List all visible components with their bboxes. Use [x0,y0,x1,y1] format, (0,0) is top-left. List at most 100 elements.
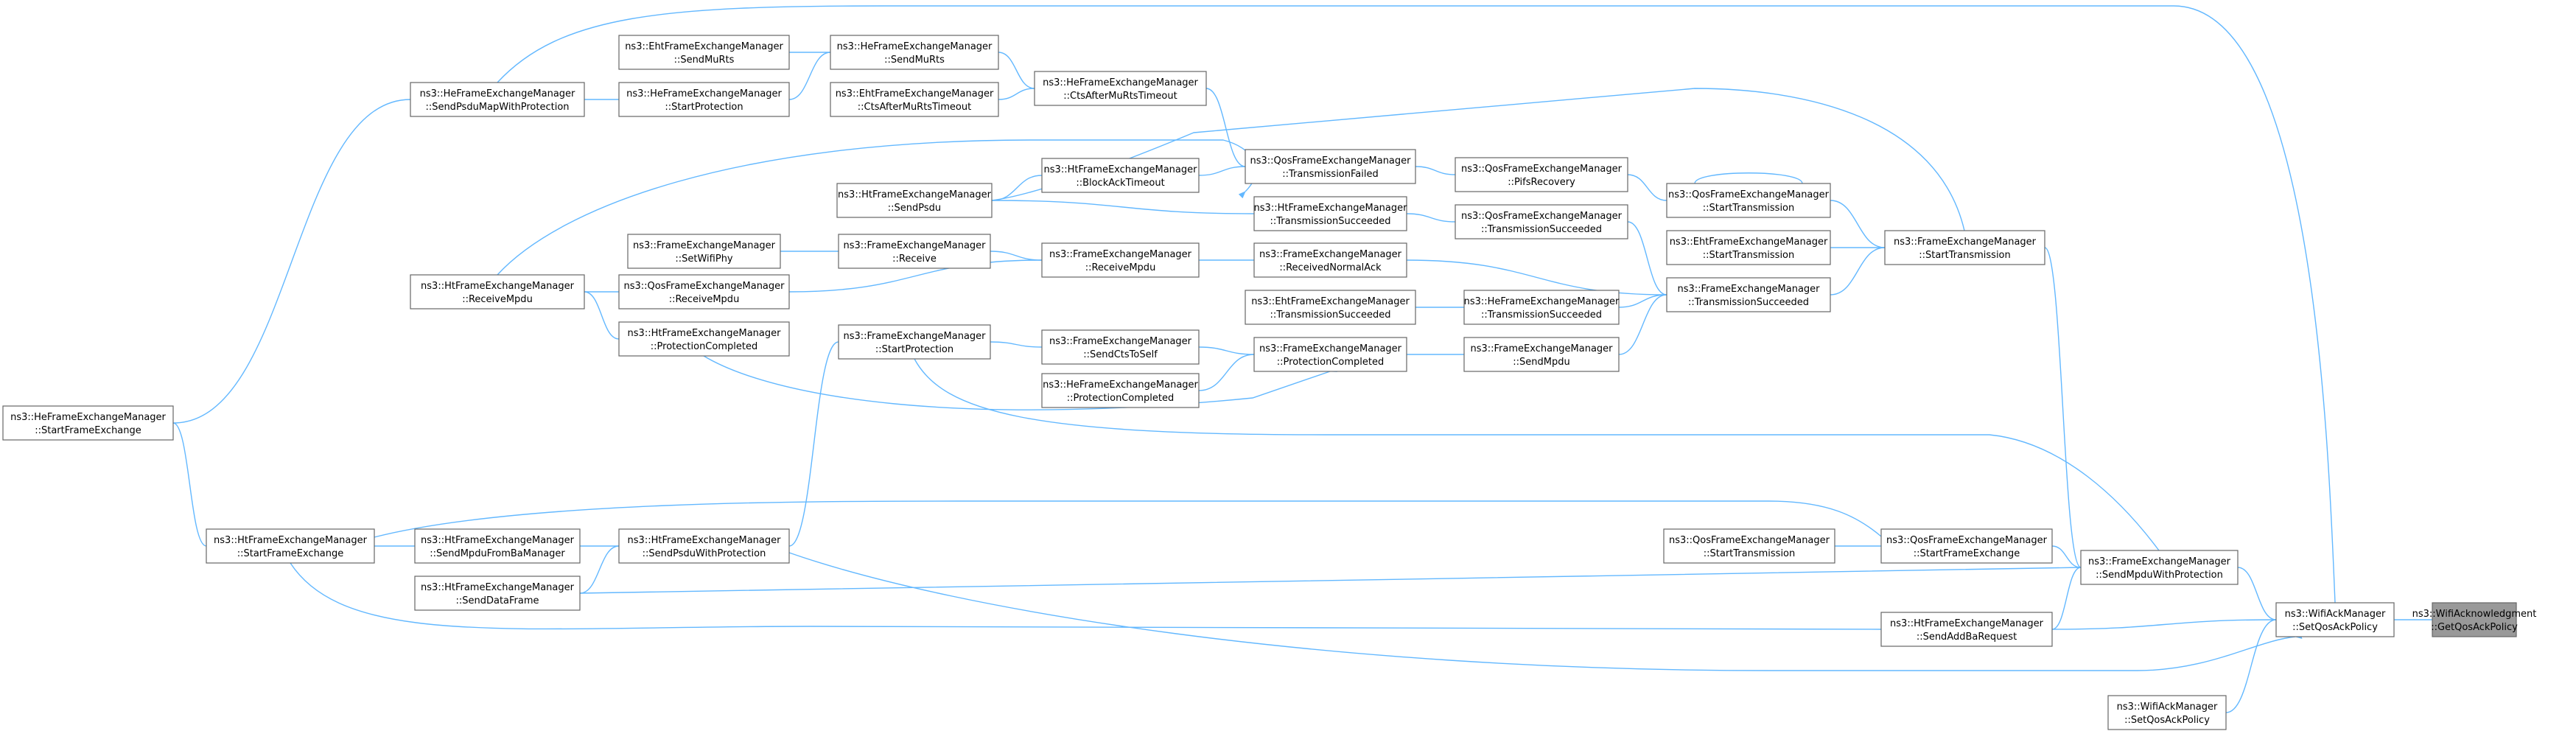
graph-node-qos_rxmpdu[interactable]: ns3::QosFrameExchangeManager::ReceiveMpd… [618,274,790,309]
node-box [830,35,999,70]
node-box [1245,149,1416,184]
node-label-line1: ns3::HtFrameExchangeManager [421,281,575,292]
node-box [1041,373,1200,408]
node-label-line2: ::SendMpduWithProtection [2096,570,2223,581]
graph-node-ht_smpdufba[interactable]: ns3::HtFrameExchangeManager::SendMpduFro… [414,528,581,564]
graph-node-he_ctsto[interactable]: ns3::HeFrameExchangeManager::CtsAfterMuR… [1034,71,1207,106]
node-box [830,82,999,117]
graph-node-fem_cts[interactable]: ns3::FrameExchangeManager::SendCtsToSelf [1041,329,1200,365]
node-label-line2: ::ReceiveMpdu [1085,262,1156,273]
graph-node-qos_st[interactable]: ns3::QosFrameExchangeManager::StartTrans… [1666,183,1831,218]
graph-node-fem_ts[interactable]: ns3::FrameExchangeManager::TransmissionS… [1666,277,1831,312]
node-label-line2: ::GetQosAckPolicy [2431,622,2518,633]
edge-he_sfe-to-ht_sfe [172,422,214,550]
graph-node-fem_rxmpdu[interactable]: ns3::FrameExchangeManager::ReceiveMpdu [1041,242,1200,278]
graph-node-ht_sfe[interactable]: ns3::HtFrameExchangeManager::StartFrameE… [206,528,375,564]
node-label-line2: ::CtsAfterMuRtsTimeout [858,102,971,113]
graph-node-ht_pc[interactable]: ns3::HtFrameExchangeManager::ProtectionC… [618,321,790,357]
graph-node-qos_sfe[interactable]: ns3::QosFrameExchangeManager::StartFrame… [1880,528,2053,564]
edge-eht_ctsto-to-he_ctsto [998,85,1042,100]
edge-qos_ts-to-fem_ts [1627,221,1674,298]
node-label-line2: ::Receive [892,253,937,265]
node-box [1455,204,1628,239]
graph-node-ht_spwp[interactable]: ns3::HtFrameExchangeManager::SendPsduWit… [618,528,790,564]
node-label-line1: ns3::HtFrameExchangeManager [421,535,575,546]
graph-node-he_sp[interactable]: ns3::HeFrameExchangeManager::StartProtec… [618,82,790,117]
graph-node-ht_addba[interactable]: ns3::HtFrameExchangeManager::SendAddBaRe… [1880,612,2053,647]
node-label-line1: ns3::QosFrameExchangeManager [1886,535,2048,546]
graph-node-fem_swp[interactable]: ns3::FrameExchangeManager::SetWifiPhy [627,234,781,269]
graph-node-sendmpdu_wp[interactable]: ns3::FrameExchangeManager::SendMpduWithP… [2080,550,2239,585]
edge-ht_sfe-to-ht_addba [290,562,1889,633]
graph-node-ht_rxmpdu[interactable]: ns3::HtFrameExchangeManager::ReceiveMpdu [410,274,585,309]
node-label-line1: ns3::FrameExchangeManager [2088,556,2231,567]
edge-he_smurts-to-he_ctsto [998,52,1042,92]
edge-ht_sendpsdu-to-ht_bat [991,172,1049,201]
graph-node-fem_rna[interactable]: ns3::FrameExchangeManager::ReceivedNorma… [1253,242,1407,278]
graph-node-fem_receive[interactable]: ns3::FrameExchangeManager::Receive [838,234,991,269]
node-label-line2: ::ProtectionCompleted [651,341,757,352]
node-label-line1: ns3::FrameExchangeManager [1259,343,1402,354]
node-label-line1: ns3::HtFrameExchangeManager [1254,203,1408,214]
node-label-line2: ::TransmissionSucceeded [1481,224,1602,235]
node-box [618,35,790,70]
node-box [414,576,581,611]
node-label-line2: ::TransmissionSucceeded [1481,309,1602,321]
graph-node-eht_ts[interactable]: ns3::EhtFrameExchangeManager::Transmissi… [1245,290,1416,325]
node-label-line1: ns3::FrameExchangeManager [843,331,986,342]
graph-node-ht_sdf[interactable]: ns3::HtFrameExchangeManager::SendDataFra… [414,576,581,611]
graph-node-he_sfe[interactable]: ns3::HeFrameExchangeManager::StartFrameE… [2,405,174,441]
graph-node-eht_st[interactable]: ns3::EhtFrameExchangeManager::StartTrans… [1666,230,1831,265]
edge-fem_st-to-sendmpdu_wp [2044,247,2088,571]
node-label-line2: ::SetWifiPhy [675,253,733,265]
edge-he_sp-to-he_smurts [788,49,838,100]
graph-node-qos_pifs[interactable]: ns3::QosFrameExchangeManager::PifsRecove… [1455,157,1628,192]
node-label-line2: ::TransmissionSucceeded [1270,309,1390,321]
graph-node-setqos2[interactable]: ns3::WifiAckManager::SetQosAckPolicy [2107,695,2227,730]
edge-fem_sp-to-fem_cts [990,341,1049,351]
node-label-line2: ::SendMpdu [1513,357,1569,368]
node-box [1666,230,1831,265]
node-label-line2: ::SendMuRts [884,55,945,66]
graph-node-fem_sp[interactable]: ns3::FrameExchangeManager::StartProtecti… [838,324,991,360]
node-label-line1: ns3::FrameExchangeManager [1049,249,1192,260]
edge-fem_ts-to-fem_st [1830,244,1892,295]
graph-node-he_ts[interactable]: ns3::HeFrameExchangeManager::Transmissio… [1463,290,1620,325]
graph-node-he_pc[interactable]: ns3::HeFrameExchangeManager::ProtectionC… [1041,373,1200,408]
node-box [838,234,991,269]
graph-node-ht_bat[interactable]: ns3::HtFrameExchangeManager::BlockAckTim… [1041,158,1200,193]
graph-node-setqos[interactable]: ns3::WifiAckManager::SetQosAckPolicy [2275,602,2395,637]
graph-node-qos_ts[interactable]: ns3::QosFrameExchangeManager::Transmissi… [1455,204,1628,239]
graph-node-qos_st_b[interactable]: ns3::QosFrameExchangeManager::StartTrans… [1663,528,1835,564]
node-box [1245,290,1416,325]
edge-ht_spwp-to-setqos [788,552,2303,671]
edge-fem_sendmpdu-to-fem_ts [1618,291,1674,355]
node-box [618,82,790,117]
node-box [1463,290,1620,325]
node-label-line1: ns3::FrameExchangeManager [1049,336,1192,347]
node-box [1666,277,1831,312]
graph-node-fem_sendmpdu[interactable]: ns3::FrameExchangeManager::SendMpdu [1463,337,1620,372]
node-label-line1: ns3::WifiAckManager [2285,609,2386,620]
node-label-line1: ns3::HeFrameExchangeManager [420,88,575,99]
edge-ht_rxmpdu-to-ht_pc [584,291,626,343]
node-label-line1: ns3::WifiAckManager [2117,702,2218,713]
node-label-line2: ::ReceiveMpdu [462,294,533,305]
graph-node-fem_pc[interactable]: ns3::FrameExchangeManager::ProtectionCom… [1253,337,1407,372]
node-label-line1: ns3::HeFrameExchangeManager [10,412,166,423]
node-box [1041,329,1200,365]
node-label-line2: ::SendPsduMapWithProtection [425,102,569,113]
graph-node-qos_tf[interactable]: ns3::QosFrameExchangeManager::Transmissi… [1245,149,1416,184]
graph-node-eht_smurts[interactable]: ns3::EhtFrameExchangeManager::SendMuRts [618,35,790,70]
graph-node-he_smurts[interactable]: ns3::HeFrameExchangeManager::SendMuRts [830,35,999,70]
graph-node-he_spmwp[interactable]: ns3::HeFrameExchangeManager::SendPsduMap… [410,82,585,117]
node-box [836,183,993,218]
graph-node-eht_ctsto[interactable]: ns3::EhtFrameExchangeManager::CtsAfterMu… [830,82,999,117]
node-label-line2: ::StartProtection [665,102,743,113]
graph-node-fem_st[interactable]: ns3::FrameExchangeManager::StartTransmis… [1884,230,2045,265]
graph-node-getqos[interactable]: ns3::WifiAcknowledgment::GetQosAckPolicy [2412,602,2537,637]
graph-node-ht_sendpsdu[interactable]: ns3::HtFrameExchangeManager::SendPsdu [836,183,993,218]
graph-node-ht_ts[interactable]: ns3::HtFrameExchangeManager::Transmissio… [1253,196,1408,231]
edge-he_pc-to-fem_pc [1198,351,1261,391]
